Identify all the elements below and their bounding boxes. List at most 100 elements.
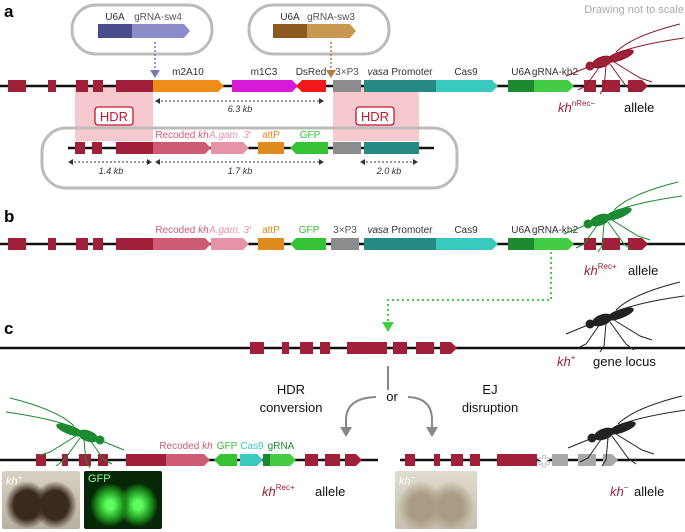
row-a-m1c3-label: m1C3 — [251, 67, 278, 78]
donor-vasa — [364, 142, 419, 154]
branch-right — [407, 396, 433, 430]
row-a-cas9-label: Cas9 — [454, 67, 478, 78]
hdr-box-right — [355, 106, 395, 126]
ej-disruption-line2: disruption — [462, 400, 518, 415]
row-a-exon-5 — [116, 80, 153, 92]
branch-left — [345, 396, 377, 430]
row-a-exon-8 — [628, 80, 648, 92]
row-d-right-exon-2 — [434, 454, 440, 466]
row-b-gfp-label: GFP — [299, 225, 320, 236]
ej-disruption-line1: EJ — [482, 382, 497, 397]
mosquito-black-illustration-2 — [567, 395, 685, 467]
donor-agam-label: A.gam. 3′ — [208, 130, 252, 141]
not-to-scale-note: Drawing not to scale — [584, 4, 684, 16]
plasmid-sw4-ring — [70, 3, 214, 56]
row-c-exon-3 — [300, 342, 313, 354]
photo-gfp-label: GFP — [88, 473, 111, 485]
row-d-left-exon-1 — [36, 454, 46, 466]
row-b-allele-word: allele — [628, 263, 658, 278]
row-a-vasa-promoter-label: vasa Promoter — [367, 67, 433, 78]
donor-attp-label: attP — [262, 130, 280, 141]
row-b-cas9-label: Cas9 — [454, 225, 478, 236]
branch-right-head — [426, 427, 438, 437]
panel-label-a: a — [4, 2, 14, 21]
row-d-left-recoded-label: Recoded kh — [159, 441, 213, 452]
row-d-left-allele-name: khRec+ — [262, 483, 295, 499]
row-d-left-gfp-label: GFP — [217, 441, 238, 452]
row-d-left-grna-label: gRNA — [268, 441, 295, 452]
row-b-3xp3-label: 3×P3 — [333, 225, 357, 236]
row-d-left-allele-word: allele — [315, 484, 345, 499]
row-d-left-cas9-label: Cas9 — [240, 441, 264, 452]
row-d-left-exon-8 — [345, 454, 362, 466]
row-b-exon-8 — [628, 238, 648, 250]
row-a-exon-1 — [8, 80, 26, 92]
row-b-exon-1 — [8, 238, 26, 250]
row-d-left-grna — [270, 454, 296, 466]
plasmid-sw4-grna-label: gRNA-sw4 — [134, 12, 182, 23]
photo-kh-plus-label: kh+ — [6, 473, 23, 488]
cut-arrowhead-sw3 — [326, 70, 336, 78]
row-c-exon-7 — [416, 342, 434, 354]
row-d-right-exon-4 — [470, 454, 480, 466]
row-d-left-exon-6 — [305, 454, 318, 466]
row-b-recoded-label: Recoded kh — [155, 225, 209, 236]
row-d-right-exon-7-disrupted — [578, 454, 596, 466]
row-a-cas9 — [436, 80, 498, 92]
row-b-recoded-kh — [153, 238, 211, 250]
row-a-dsred — [296, 80, 326, 92]
hdr-label-right: HDR — [361, 109, 389, 124]
cut-arrowhead-sw4 — [150, 70, 160, 78]
green-cut-arrowhead — [382, 322, 394, 332]
row-b-attp — [258, 238, 284, 250]
photo-kh-minus-eyes: kh− — [395, 471, 477, 529]
row-a-m2a10-label: m2A10 — [172, 67, 204, 78]
plasmid-sw4-u6a — [98, 24, 132, 38]
row-d-right-exon-8-disrupted — [603, 454, 618, 466]
row-b-grna-kh2 — [534, 238, 574, 250]
or-label: or — [386, 389, 398, 404]
dist-63-label: 6.3 kb — [228, 104, 253, 114]
row-a-u6a — [508, 80, 534, 92]
row-b-allele-name: khRec+ — [584, 262, 617, 278]
row-b-u6a — [508, 238, 534, 250]
donor-recoded-kh — [153, 142, 211, 154]
donor-exon-2 — [92, 142, 102, 154]
row-c-exon-5 — [347, 342, 387, 354]
donor-agam-3utr — [211, 142, 249, 154]
mosquito-red-illustration — [565, 23, 685, 95]
donor-attp — [258, 142, 284, 154]
row-a-exon-7 — [602, 80, 620, 92]
row-a-dsred-label: DsRed — [296, 67, 327, 78]
plasmid-sw3-ring — [247, 3, 391, 56]
row-d-left-exon-2 — [62, 454, 68, 466]
plasmid-sw3-u6a-label: U6A — [280, 12, 300, 23]
row-b-exon-4 — [93, 238, 103, 250]
dist-20-label: 2.0 kb — [376, 166, 402, 176]
row-a-m1c3 — [232, 80, 298, 92]
donor-exon-1 — [75, 142, 85, 154]
row-a-grna-kh2 — [534, 80, 574, 92]
row-d-right-exon-3 — [451, 454, 463, 466]
row-d-right-exon-6-disrupted — [552, 454, 568, 466]
row-d-right-allele-name: kh− — [610, 483, 629, 499]
plasmid-sw3-grna-label: gRNA-sw3 — [307, 12, 355, 23]
donor-plasmid-ring — [40, 126, 459, 190]
row-b-gfp — [290, 238, 326, 250]
row-b-u6a-label: U6A — [511, 225, 531, 236]
row-a-grna-kh2-label: gRNA-kh2 — [532, 67, 579, 78]
row-b-attp-label: attP — [262, 225, 280, 236]
dist-14-label: 1.4 kb — [99, 166, 124, 176]
row-d-right-allele-word: allele — [634, 484, 664, 499]
green-cut-arrow — [387, 252, 552, 326]
branch-left-head — [340, 427, 352, 437]
row-c-exon-6 — [393, 342, 407, 354]
row-c-exon-1 — [250, 342, 264, 354]
row-d-right-exon-1 — [405, 454, 415, 466]
row-d-left-exon-3 — [79, 454, 91, 466]
plasmid-sw4-u6a-label: U6A — [105, 12, 125, 23]
donor-recoded-label: Recoded kh — [155, 130, 209, 141]
row-a-3xp3 — [333, 80, 361, 92]
row-a-u6a-label: U6A — [511, 67, 531, 78]
